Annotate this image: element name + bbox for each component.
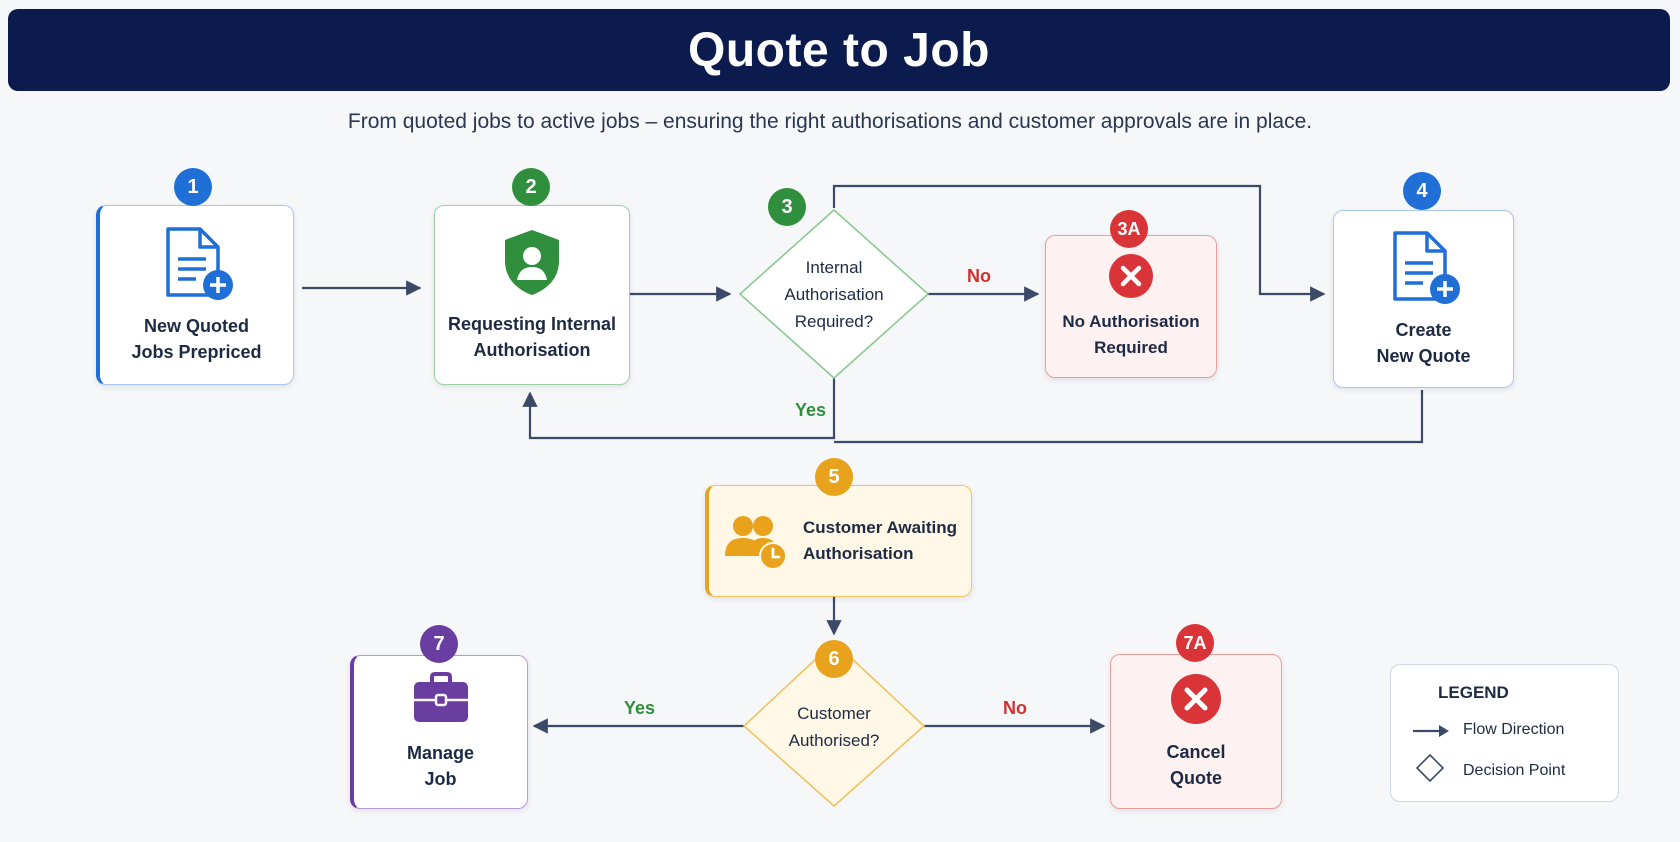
legend: LEGEND Flow Direction Decision Point: [1390, 664, 1619, 802]
step-7-badge: 7: [420, 625, 458, 663]
document-add-icon: [165, 227, 233, 300]
step-7a-label: Cancel Quote: [1166, 741, 1226, 788]
step-6-badge: 6: [815, 640, 853, 678]
connector-3-to-4-loop: [832, 184, 1326, 302]
edge-label-6-no: No: [1003, 698, 1027, 718]
step-7a-badge: 7A: [1176, 624, 1214, 662]
step-4-badge: 4: [1403, 172, 1441, 210]
title-bar: Quote to Job: [8, 9, 1670, 91]
legend-flow-direction: Flow Direction: [1463, 721, 1565, 738]
x-circle-icon: [1171, 673, 1221, 724]
connector-3-yes-to-2: [522, 378, 836, 440]
page-subtitle: From quoted jobs to active jobs – ensuri…: [347, 110, 1313, 133]
page-title: Quote to Job: [688, 23, 990, 77]
step-4-create-new-quote[interactable]: Create New Quote: [1333, 210, 1514, 388]
decision-6-diamond: [742, 640, 926, 808]
edge-label-6-yes: Yes: [624, 698, 656, 718]
step-2-requesting-internal-authorisation[interactable]: Requesting Internal Authorisation: [434, 205, 630, 385]
step-3-label[interactable]: Internal Authorisation Required?: [784, 258, 884, 331]
step-3-badge: 3: [768, 188, 806, 226]
legend-title: LEGEND: [1438, 683, 1509, 702]
step-7-label: Manage Job: [406, 743, 475, 789]
step-3a-label: No Authorisation Required: [1062, 311, 1200, 357]
step-5-customer-awaiting-authorisation[interactable]: Customer Awaiting Authorisation: [705, 485, 972, 597]
legend-arrow-icon: [1413, 725, 1449, 737]
step-3a-no-authorisation-required[interactable]: No Authorisation Required: [1045, 235, 1217, 378]
briefcase-icon: [413, 672, 468, 722]
step-1-badge: 1: [174, 168, 212, 206]
step-7-manage-job[interactable]: Manage Job: [350, 655, 528, 809]
legend-diamond-icon: [1415, 753, 1445, 783]
x-circle-icon: [1109, 253, 1153, 298]
step-1-new-quoted-jobs[interactable]: New Quoted Jobs Prepriced: [96, 205, 294, 385]
step-6-label[interactable]: Customer Authorised?: [788, 704, 880, 750]
step-2-badge: 2: [512, 168, 550, 206]
step-2-label: Requesting Internal Authorisation: [447, 314, 617, 360]
step-5-label: Customer Awaiting Authorisation: [803, 518, 957, 563]
shield-user-icon: [505, 230, 559, 295]
legend-decision-point: Decision Point: [1463, 762, 1566, 779]
step-1-label: New Quoted Jobs Prepriced: [131, 316, 262, 362]
step-7a-cancel-quote[interactable]: Cancel Quote: [1110, 654, 1282, 809]
edge-label-3-yes: Yes: [795, 400, 827, 420]
decision-3-diamond: [738, 208, 930, 380]
edge-label-3-no: No: [967, 266, 991, 286]
step-3a-badge: 3A: [1110, 210, 1148, 248]
connector-4-to-3: [834, 390, 1424, 444]
users-clock-icon: [725, 516, 788, 570]
step-5-badge: 5: [815, 458, 853, 496]
document-add-icon: [1392, 231, 1460, 304]
step-4-label: Create New Quote: [1376, 320, 1471, 366]
